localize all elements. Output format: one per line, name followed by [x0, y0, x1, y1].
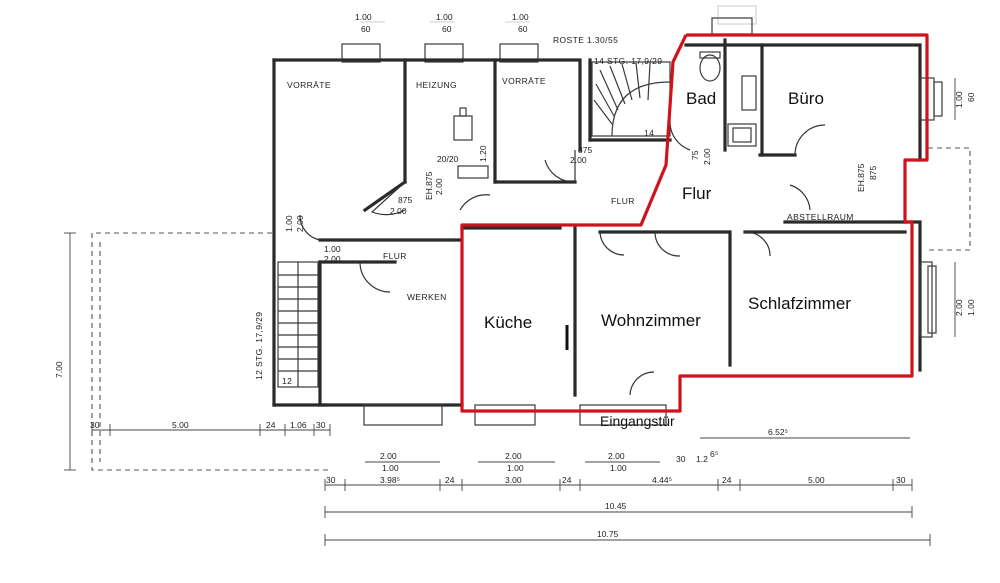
- right-annex-outline: [925, 147, 971, 251]
- dim-total-2: 10.75: [597, 529, 619, 539]
- dim-win-d-2: 6⁵: [710, 449, 718, 459]
- opening-120: 1.20: [478, 145, 488, 162]
- tech-label-abstellraum: ABSTELLRAUM: [787, 212, 854, 222]
- opening-875-c: 875: [578, 145, 592, 155]
- room-label-bad: Bad: [686, 89, 716, 108]
- dim-row1-1: 5.00: [172, 420, 189, 430]
- dim-row3-6: 24: [722, 475, 732, 485]
- window-100-r2: 1.00: [966, 299, 976, 316]
- window-100-a: 1.00: [355, 12, 372, 22]
- opening-875-a: 875: [398, 195, 412, 205]
- top-ghost-marks: [360, 5, 757, 25]
- tech-label-step-14: 14: [644, 128, 654, 138]
- room-label-schlafzimmer: Schlafzimmer: [748, 294, 851, 313]
- window-60-c: 60: [518, 24, 528, 34]
- dim-row2-right: 6.52⁵: [768, 427, 788, 437]
- window-100-r: 1.00: [954, 91, 964, 108]
- opening-eh875-e: EH.875: [856, 163, 866, 192]
- dim-win-b-1: 1.00: [507, 463, 524, 473]
- tech-label-rost: ROSTE 1.30/55: [553, 35, 618, 45]
- room-label-wohnzimmer: Wohnzimmer: [601, 311, 701, 330]
- left-staircase: [277, 261, 319, 388]
- dim-row3-3: 3.00: [505, 475, 522, 485]
- apartment-outline: [460, 33, 929, 413]
- opening-200-f: 2.00: [295, 215, 305, 232]
- dim-win-c-0: 2.00: [608, 451, 625, 461]
- tech-label-flur-lower: FLUR: [383, 251, 407, 261]
- terrace-outline: [91, 232, 330, 471]
- opening-200-d: 2.00: [702, 148, 712, 165]
- dim-left-vert: 7.00: [54, 361, 64, 378]
- dim-row1-2: 24: [266, 420, 276, 430]
- right-windows: [919, 77, 943, 338]
- interior-walls: [318, 38, 907, 397]
- dim-row1-3: 1.06: [290, 420, 307, 430]
- window-100-c: 1.00: [512, 12, 529, 22]
- window-60-b: 60: [442, 24, 452, 34]
- tech-label-stair-upper: 14 STG. 17,9/29: [594, 56, 662, 66]
- opening-75: 75: [690, 150, 700, 160]
- room-label-eingangstuer: Eingangstür: [600, 413, 675, 429]
- dim-win-d-0: 30: [676, 454, 686, 464]
- dim-row1-0: 30: [90, 420, 100, 430]
- dim-row3-5: 4.44⁵: [652, 475, 672, 485]
- dim-row3-4: 24: [562, 475, 572, 485]
- dimension-lines: [64, 78, 956, 546]
- top-windows: [341, 17, 753, 63]
- door-swings: [299, 119, 826, 396]
- opening-200-g: 2.00: [324, 254, 341, 264]
- dim-win-c-1: 1.00: [610, 463, 627, 473]
- tech-label-vorraete-2: VORRÄTE: [502, 76, 546, 86]
- dim-total-1: 10.45: [605, 501, 627, 511]
- opening-875-e: 875: [868, 166, 878, 180]
- tech-label-step-12: 12: [282, 376, 292, 386]
- opening-eh875: EH.875: [424, 171, 434, 200]
- heating-unit: [453, 107, 489, 179]
- bath-fixtures: [699, 51, 757, 147]
- bottom-windows: [363, 404, 667, 426]
- room-label-kueche: Küche: [484, 313, 532, 332]
- room-label-buero: Büro: [788, 89, 824, 108]
- opening-200-a: 2.00: [390, 206, 407, 216]
- dim-row1-4: 30: [316, 420, 326, 430]
- window-200-r: 2.00: [954, 299, 964, 316]
- upper-staircase: [591, 61, 671, 137]
- tech-label-flur-upper: FLUR: [611, 196, 635, 206]
- dim-row3-2: 24: [445, 475, 455, 485]
- dim-row3-7: 5.00: [808, 475, 825, 485]
- dim-win-b-0: 2.00: [505, 451, 522, 461]
- dim-row3-1: 3.98⁵: [380, 475, 400, 485]
- opening-100-f: 1.00: [284, 215, 294, 232]
- opening-200-c: 2.00: [570, 155, 587, 165]
- opening-200-b: 2.00: [434, 178, 444, 195]
- tech-label-vorraete-1: VORRÄTE: [287, 80, 331, 90]
- tech-label-stair-left: 12 STG. 17,9/29: [254, 312, 264, 380]
- dim-row3-0: 30: [326, 475, 336, 485]
- dim-win-d-1: 1.2: [696, 454, 708, 464]
- tech-label-heizung: HEIZUNG: [416, 80, 457, 90]
- dim-row3-8: 30: [896, 475, 906, 485]
- opening-100-g: 1.00: [324, 244, 341, 254]
- window-100-b: 1.00: [436, 12, 453, 22]
- room-label-flur: Flur: [682, 184, 712, 203]
- tech-label-werken: WERKEN: [407, 292, 447, 302]
- window-60-r: 60: [966, 92, 976, 102]
- dim-win-a-0: 2.00: [380, 451, 397, 461]
- opening-2020: 20/20: [437, 154, 459, 164]
- dim-win-a-1: 1.00: [382, 463, 399, 473]
- window-60-a: 60: [361, 24, 371, 34]
